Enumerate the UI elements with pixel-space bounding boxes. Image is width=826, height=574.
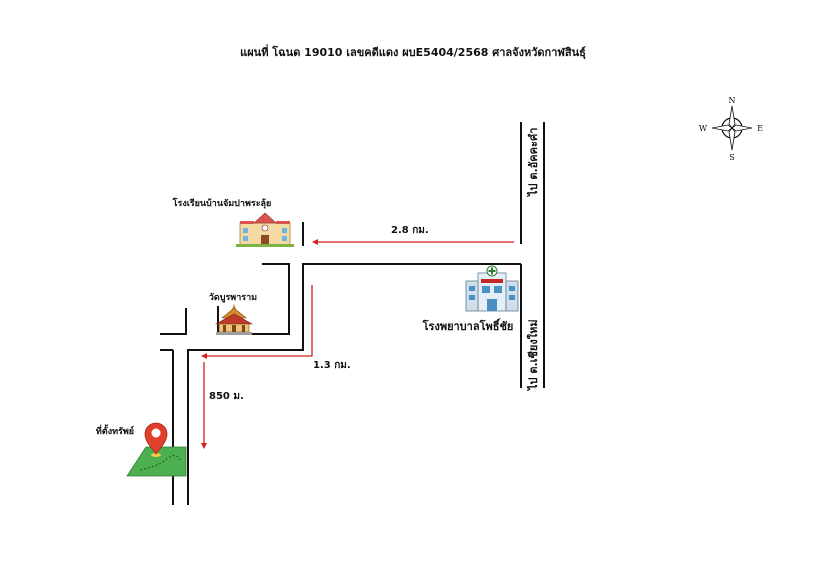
road-label-south: ไป ต.เชียงใหม่: [526, 319, 540, 392]
map-title: แผนที่ โฉนด 19010 เลขคดีแดง ผบE5404/2568…: [240, 44, 586, 60]
road-upper-bottom: [187, 263, 521, 505]
compass-east: E: [757, 124, 763, 133]
compass-south: S: [729, 153, 734, 162]
hospital-icon: [465, 265, 519, 312]
route-arrows: [201, 239, 514, 449]
distance-lower-label: 850 ม.: [209, 391, 244, 402]
compass-rose-icon: N S W E: [699, 96, 763, 162]
school-label: โรงเรียนบ้านจัมปาพระลุ้ย: [172, 197, 272, 209]
property-land-icon: [126, 446, 187, 477]
compass-west: W: [699, 124, 708, 133]
distance-middle-label: 1.3 กม.: [313, 360, 351, 371]
hospital-label: โรงพยาบาลโพธิ์ชัย: [422, 318, 514, 333]
temple-icon: [214, 304, 254, 335]
temple-label: วัดบูรพาราม: [209, 292, 257, 303]
school-icon: [236, 212, 294, 247]
property-label: ที่ตั้งทรัพย์: [96, 424, 134, 437]
road-upper-west-stub: [217, 263, 290, 335]
route-arrow-middle: [201, 285, 313, 359]
road-network: [160, 122, 545, 505]
road-west-stub: [160, 308, 187, 335]
distance-upper-label: 2.8 กม.: [391, 225, 429, 236]
location-pin-icon: [144, 422, 168, 457]
compass-north: N: [729, 96, 736, 105]
road-label-north: ไป ต.อัคคะคำ: [526, 128, 540, 198]
